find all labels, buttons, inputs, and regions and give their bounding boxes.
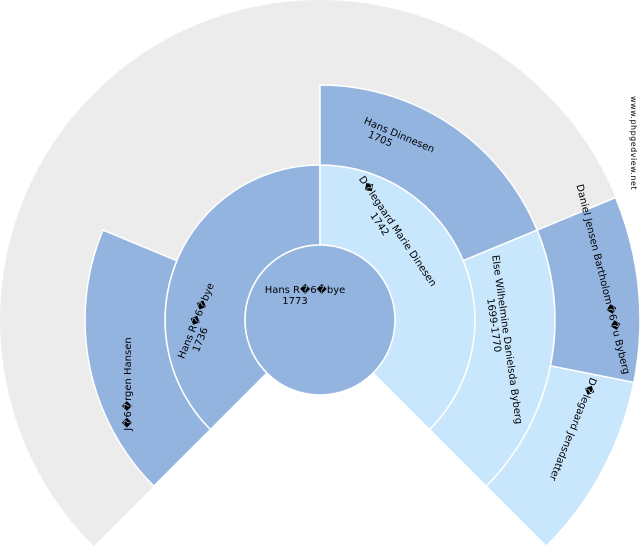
segment-root[interactable]	[244, 244, 396, 396]
label-paternal-grandfather: J�6�rgen Hansen	[121, 337, 134, 431]
person-years: 1773	[282, 296, 307, 307]
ancestor-segments	[84, 84, 640, 548]
segment-paternal-grandfather[interactable]	[84, 229, 212, 488]
person-name: J�6�rgen Hansen	[121, 337, 134, 431]
person-name: Hans R�6�bye	[265, 283, 346, 296]
watermark: www.phpgedview.net	[629, 96, 638, 191]
segment-maternal-great-grandmother[interactable]	[485, 364, 635, 548]
